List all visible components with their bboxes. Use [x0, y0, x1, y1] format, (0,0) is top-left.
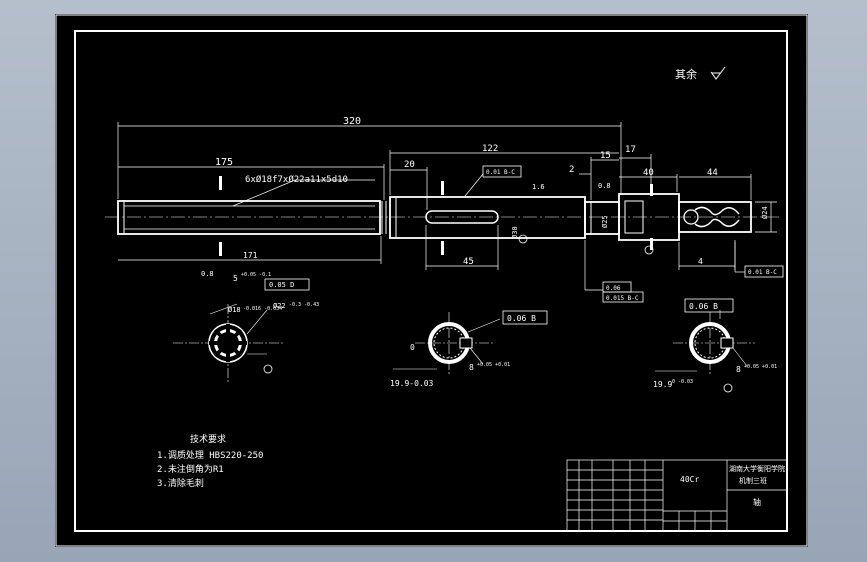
section-mark	[219, 176, 222, 190]
tb-part-name: 轴	[753, 497, 761, 507]
tech-line-2: 2.未注倒角为R1	[157, 463, 224, 475]
tech-requirements: 技术要求 1.调质处理 HBS220-250 2.未注倒角为R1 3.清除毛刺	[157, 433, 263, 489]
spline-d18-tol: -0.016 -0.034	[243, 306, 282, 312]
dim-122: 122	[482, 144, 498, 154]
drawing-canvas: 其余	[55, 14, 808, 547]
svg-text:0.06 B: 0.06 B	[507, 314, 536, 323]
sec3-dim-8-tol: +0.05 +0.01	[744, 364, 777, 370]
sec2-dim-0: 0	[410, 343, 415, 352]
dim-overall-length: 320	[343, 116, 361, 127]
spline-sym-fcf: 0.05 D	[264, 278, 310, 291]
sec3-dim-8: 8	[736, 365, 741, 374]
sec3-dim-199-tol: 0 -0.03	[672, 379, 693, 385]
tb-class: 机制三班	[739, 476, 767, 485]
fcf-right: 0.01 B-C	[744, 265, 784, 278]
tech-line-3: 3.清除毛刺	[157, 477, 204, 489]
dim-45: 45	[463, 257, 474, 267]
keyway-slot	[425, 210, 499, 224]
outer-frame	[55, 14, 808, 547]
svg-text:0.015 B-C: 0.015 B-C	[606, 295, 639, 302]
spline-roughness: 0.8	[201, 270, 214, 278]
svg-text:0.06 B: 0.06 B	[689, 302, 718, 311]
sec2-dim-8-tol: +0.05 +0.01	[477, 362, 510, 368]
sec2-sym-fcf: 0.06 B	[502, 310, 548, 325]
end-segment	[678, 201, 752, 233]
svg-text:0.01 B-C: 0.01 B-C	[486, 169, 515, 176]
tech-title: 技术要求	[190, 433, 226, 445]
dim-4: 4	[698, 257, 703, 266]
dim-17: 17	[625, 145, 636, 155]
dim-44: 44	[707, 168, 718, 178]
tb-school: 湖南大学衡阳学院	[729, 464, 785, 473]
title-block	[566, 459, 788, 532]
fcf-mid: 0.06 0.015 B-C	[602, 281, 644, 303]
diam-bearing: Ø25	[601, 215, 609, 228]
svg-text:0.06: 0.06	[606, 285, 621, 292]
shaft-main-view	[105, 193, 780, 241]
section-keyway-3	[655, 310, 755, 376]
sec2-dim-199: 19.9-0.03	[390, 379, 434, 388]
dim-2: 2	[569, 165, 574, 175]
diam-mid: Ø30	[511, 226, 519, 239]
dim-40: 40	[643, 168, 654, 178]
dim-175: 175	[215, 157, 233, 168]
section-keyway-2	[393, 312, 501, 376]
keyway-segment	[389, 196, 586, 239]
dim-15: 15	[600, 151, 611, 161]
drawing-sheet: 其余	[55, 14, 808, 547]
roughness-16: 1.6	[532, 183, 545, 191]
fcf-top: 0.01 B-C	[482, 165, 522, 178]
tech-line-1: 1.调质处理 HBS220-250	[157, 449, 263, 461]
roughness-08: 0.8	[598, 182, 611, 190]
spline-dim-tol: +0.05 -0.1	[241, 272, 271, 278]
spline-d18: Ø18	[228, 306, 241, 314]
spline-spec: 6xØ18f7xØ22a11x5d10	[245, 174, 348, 185]
spline-d22: Ø22	[273, 302, 286, 310]
sec3-dim-199: 19.9	[653, 380, 672, 389]
svg-text:0.01 B-C: 0.01 B-C	[748, 269, 777, 276]
end-break-line	[694, 206, 740, 228]
inner-border	[74, 30, 788, 532]
section-spline	[173, 303, 283, 382]
svg-text:0.05 D: 0.05 D	[269, 281, 294, 289]
roughness-note: 其余	[675, 67, 697, 81]
dim-20: 20	[404, 160, 415, 170]
datum-circle	[518, 234, 528, 244]
spline-segment	[117, 200, 381, 235]
spline-d22-tol: -0.3 -0.43	[289, 302, 319, 308]
dim-171: 171	[243, 251, 258, 260]
sec2-dim-8: 8	[469, 363, 474, 372]
roughness-symbol-icon	[710, 66, 726, 80]
sec3-sym-fcf: 0.06 B	[684, 298, 734, 313]
diam-end: Ø24	[761, 206, 769, 219]
spline-dim-5: 5	[233, 274, 238, 283]
dimensions	[117, 122, 777, 291]
tb-material: 40Cr	[680, 475, 699, 484]
